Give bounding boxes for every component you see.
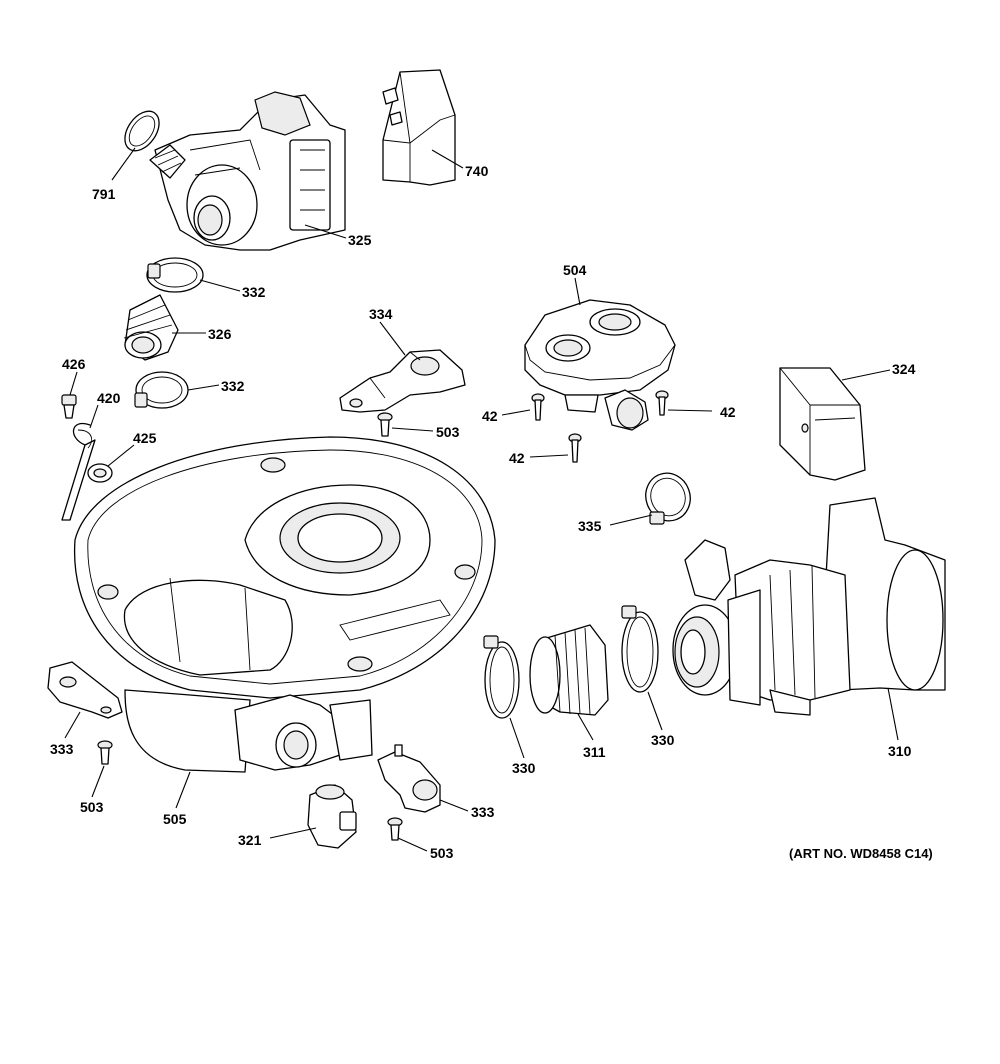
callout-503-top: 503 bbox=[436, 424, 460, 440]
leader-lines bbox=[64, 147, 899, 852]
part-42-screw-c bbox=[568, 433, 582, 463]
part-503-screw-lower bbox=[387, 817, 403, 841]
leader-332b bbox=[187, 384, 220, 391]
callout-504: 504 bbox=[563, 262, 587, 278]
callout-326: 326 bbox=[208, 326, 232, 342]
part-324-cover bbox=[779, 367, 866, 481]
part-330-clamp-left bbox=[483, 635, 520, 719]
leader-335 bbox=[609, 514, 653, 526]
part-425-grommet bbox=[87, 463, 113, 483]
leader-740 bbox=[431, 149, 464, 169]
part-310-pump-motor bbox=[672, 497, 946, 716]
leader-425 bbox=[107, 444, 135, 467]
leader-333b bbox=[439, 799, 469, 812]
part-503-screw-left bbox=[97, 740, 113, 765]
part-335-clamp bbox=[645, 472, 691, 525]
callout-503-lower: 503 bbox=[430, 845, 454, 861]
part-311-bellows bbox=[529, 624, 609, 716]
leader-42c bbox=[529, 454, 569, 458]
part-326-hose bbox=[123, 294, 179, 361]
part-332-clamp-top bbox=[146, 257, 204, 293]
callout-310: 310 bbox=[888, 743, 912, 759]
callout-335: 335 bbox=[578, 518, 602, 534]
leader-330b bbox=[647, 691, 663, 731]
leader-334 bbox=[379, 321, 406, 356]
callout-332-top: 332 bbox=[242, 284, 266, 300]
callout-334: 334 bbox=[369, 306, 393, 322]
part-333-bracket-left bbox=[47, 661, 123, 719]
callout-420: 420 bbox=[97, 390, 121, 406]
callout-332-lower: 332 bbox=[221, 378, 245, 394]
leader-325 bbox=[304, 224, 347, 239]
leader-504 bbox=[574, 277, 581, 306]
part-330-clamp-right bbox=[621, 605, 659, 693]
part-791-clamp bbox=[124, 110, 160, 152]
callout-labels: 791 740 325 332 326 332 426 420 425 334 … bbox=[50, 163, 916, 861]
callout-425: 425 bbox=[133, 430, 157, 446]
part-420-hose bbox=[61, 422, 96, 521]
callout-333-lower: 333 bbox=[471, 804, 495, 820]
part-42-screw-b bbox=[655, 390, 669, 416]
callout-333-left: 333 bbox=[50, 741, 74, 757]
callout-42-bottom: 42 bbox=[509, 450, 525, 466]
leader-42b bbox=[667, 409, 713, 412]
leader-791 bbox=[111, 147, 136, 181]
leader-42a bbox=[501, 409, 531, 416]
part-321-sensor bbox=[307, 784, 357, 849]
callout-311: 311 bbox=[583, 744, 606, 760]
leader-332a bbox=[199, 279, 241, 292]
part-334-bracket bbox=[339, 349, 466, 413]
leader-321 bbox=[269, 827, 317, 839]
leader-503a bbox=[391, 427, 434, 432]
part-503-screw-top bbox=[377, 412, 393, 437]
part-325-assembly bbox=[149, 91, 346, 251]
callout-330-right: 330 bbox=[651, 732, 675, 748]
callout-330-left: 330 bbox=[512, 760, 536, 776]
callout-426: 426 bbox=[62, 356, 86, 372]
leader-426 bbox=[69, 371, 78, 396]
callout-321: 321 bbox=[238, 832, 262, 848]
part-332-clamp-lower bbox=[134, 371, 189, 409]
part-333-bracket-lower bbox=[377, 744, 441, 813]
callout-503-left: 503 bbox=[80, 799, 104, 815]
part-504-manifold bbox=[524, 299, 676, 431]
leader-420 bbox=[89, 404, 99, 429]
callout-42-right: 42 bbox=[720, 404, 736, 420]
callout-325: 325 bbox=[348, 232, 372, 248]
part-740-cover bbox=[382, 69, 456, 186]
callout-740: 740 bbox=[465, 163, 489, 179]
part-426-screw bbox=[61, 394, 77, 419]
callout-791: 791 bbox=[92, 186, 116, 202]
leader-333a bbox=[64, 711, 81, 739]
leader-505 bbox=[175, 771, 191, 809]
leader-503b bbox=[91, 765, 105, 798]
callout-42-left: 42 bbox=[482, 408, 498, 424]
part-505-sump bbox=[73, 436, 496, 773]
callout-324: 324 bbox=[892, 361, 916, 377]
art-number: (ART NO. WD8458 C14) bbox=[789, 846, 933, 861]
leader-310 bbox=[887, 687, 899, 741]
leader-503c bbox=[397, 837, 428, 852]
part-42-screw-a bbox=[531, 393, 545, 421]
callout-505: 505 bbox=[163, 811, 187, 827]
leader-324 bbox=[841, 369, 891, 381]
leader-311 bbox=[577, 713, 594, 741]
leader-330a bbox=[509, 717, 525, 759]
